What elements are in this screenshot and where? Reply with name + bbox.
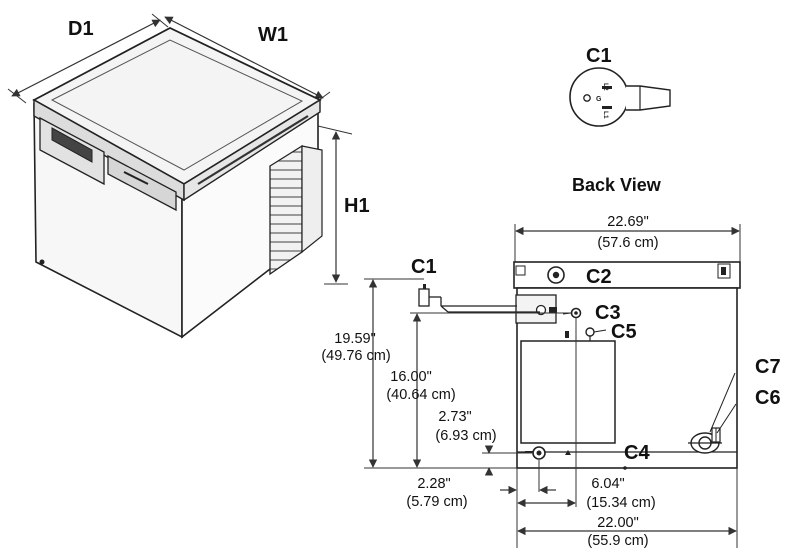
dim-height-c3-cm: (40.64 cm) bbox=[386, 387, 455, 403]
dim-left-c4-in: 2.28" bbox=[417, 476, 450, 492]
label-d1: D1 bbox=[68, 18, 94, 40]
dim-height-c4-cm: (6.93 cm) bbox=[435, 428, 496, 444]
cord-plug-c1 bbox=[418, 288, 430, 307]
plug-ground-pin bbox=[583, 94, 591, 102]
dim-left-c3-cm: (15.34 cm) bbox=[586, 495, 655, 511]
dim-height-c1-cm: (49.76 cm) bbox=[321, 348, 390, 364]
back-view-drawing: Back View 22.69" (57.6 cm) bbox=[321, 175, 780, 549]
connector-c5 bbox=[585, 327, 595, 337]
dim-height-c1-in: 19.59" bbox=[334, 331, 375, 347]
plug-mark-g: G bbox=[596, 96, 602, 103]
label-c1-plug: C1 bbox=[586, 45, 612, 67]
dim-left-c4-cm: (5.79 cm) bbox=[406, 494, 467, 510]
dim-left-c3-in: 6.04" bbox=[591, 476, 624, 492]
label-w1: W1 bbox=[258, 24, 288, 46]
back-view-title: Back View bbox=[572, 175, 662, 195]
d1-dimension-arrow bbox=[11, 19, 161, 97]
label-c1: C1 bbox=[411, 256, 437, 278]
label-c6: C6 bbox=[755, 387, 781, 409]
label-c7: C7 bbox=[755, 356, 781, 378]
plug-c1-detail: C1 L2 G L1 bbox=[569, 45, 671, 127]
dim-height-c3-in: 16.00" bbox=[390, 369, 431, 385]
access-panel bbox=[520, 340, 616, 444]
plug-mark-l2: L2 bbox=[602, 83, 609, 91]
label-c3: C3 bbox=[595, 302, 621, 324]
dim-width-top-cm: (57.6 cm) bbox=[597, 235, 658, 251]
plug-mark-l1: L1 bbox=[602, 111, 609, 119]
label-h1: H1 bbox=[344, 195, 370, 217]
label-c4: C4 bbox=[624, 442, 650, 464]
dim-width-bottom-in: 22.00" bbox=[597, 515, 638, 531]
label-c2: C2 bbox=[586, 266, 612, 288]
w1-dimension-arrow bbox=[164, 16, 324, 99]
iso-unit-drawing: D1 W1 H1 bbox=[7, 13, 370, 339]
dim-width-top-in: 22.69" bbox=[607, 214, 648, 230]
side-louver-vent bbox=[269, 144, 303, 276]
dim-width-bottom-cm: (55.9 cm) bbox=[587, 533, 648, 549]
label-c5: C5 bbox=[611, 321, 637, 343]
dim-height-c4-in: 2.73" bbox=[438, 409, 471, 425]
